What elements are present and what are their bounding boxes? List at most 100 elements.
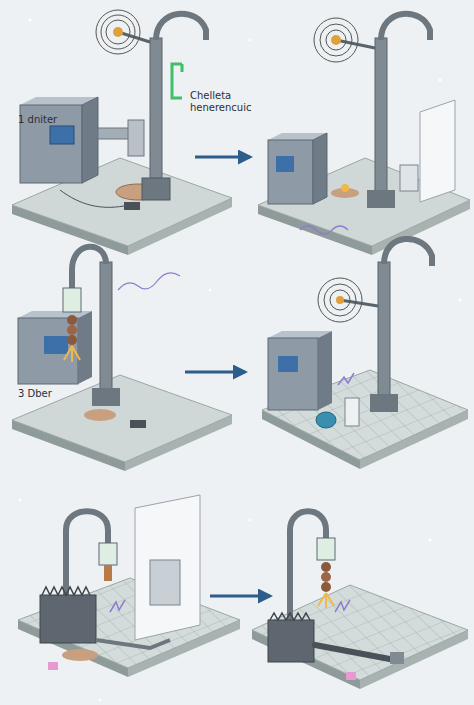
white-panel [420, 100, 455, 202]
coil-core [113, 27, 123, 37]
valve [63, 288, 81, 312]
bead [321, 572, 331, 582]
copper-pad [84, 409, 116, 421]
small-device [124, 202, 140, 210]
bead [321, 582, 331, 592]
coil-ring [318, 278, 362, 322]
coil-bar [336, 40, 375, 48]
snow-dot [209, 289, 212, 292]
panel-label: 3 Dber [18, 388, 78, 400]
snow-dot [429, 539, 432, 542]
machine-side [82, 97, 98, 183]
nozzle [128, 120, 144, 156]
pink-object [346, 672, 356, 680]
coil-bar [340, 300, 378, 306]
copper-pad [62, 649, 98, 661]
energy-wisp [118, 273, 180, 290]
arm [98, 128, 132, 139]
control-unit [345, 398, 359, 426]
coil-ring [324, 284, 356, 316]
reactor-body [40, 595, 96, 643]
snow-dot [99, 699, 102, 702]
tool-handle [315, 645, 395, 660]
wire [60, 190, 124, 207]
machine-screen [278, 356, 298, 372]
energy-spark [335, 600, 350, 612]
coil-ring [320, 24, 352, 56]
pink-object [48, 662, 58, 670]
pole-base [367, 190, 395, 208]
snow-dot [439, 79, 442, 82]
white-cabinet [135, 495, 200, 640]
snow-dot [249, 519, 251, 521]
coil-core [336, 296, 344, 304]
bead [67, 315, 77, 325]
hose [156, 14, 206, 40]
nozzle [104, 565, 112, 581]
coil-ring [96, 10, 140, 54]
machine-side [318, 331, 332, 410]
pole [150, 38, 162, 188]
bead [321, 562, 331, 572]
machine-front [268, 338, 318, 410]
snow-dot [249, 39, 251, 41]
hose [290, 511, 326, 625]
snow-dots [19, 19, 462, 702]
pole [100, 262, 112, 397]
panel-label: 1 dniter [18, 114, 78, 126]
pole [378, 262, 390, 402]
panel-4 [262, 239, 468, 469]
snow-dot [459, 299, 462, 302]
panel-6 [252, 511, 468, 689]
coil-ring [330, 290, 350, 310]
energy-spark [338, 373, 354, 385]
control-unit [400, 165, 418, 191]
pole-base [142, 178, 170, 200]
panel-label: Chelleta henerencuic [190, 90, 260, 114]
pole-base [92, 388, 120, 406]
snow-dot [19, 499, 22, 502]
hose [384, 239, 432, 266]
panel-1 [12, 10, 232, 255]
cabinet-unit [150, 560, 180, 605]
spark [64, 346, 80, 362]
panel-2 [258, 14, 470, 255]
machine-screen [50, 126, 74, 144]
snow-dot [29, 19, 32, 22]
machine-screen [44, 336, 68, 354]
valve [317, 538, 335, 560]
reactor-body [268, 620, 314, 662]
hose [72, 247, 106, 290]
panel-3 [12, 247, 232, 471]
slab-top [18, 578, 240, 668]
machine-side [78, 311, 92, 384]
bead [67, 335, 77, 345]
coil-core [331, 35, 341, 45]
blue-gear [316, 412, 336, 428]
step-arrow [195, 156, 250, 159]
bead [67, 325, 77, 335]
machine-side [313, 133, 327, 204]
tool-head [390, 652, 404, 664]
pipe [96, 640, 170, 648]
step-arrow [185, 371, 245, 374]
spark [318, 593, 334, 608]
reactor-ridges [270, 613, 310, 620]
machine-screen [276, 156, 294, 172]
valve [99, 543, 117, 565]
panel-5 [18, 495, 240, 677]
spark [341, 184, 349, 192]
hose [381, 14, 430, 40]
slab-top [12, 375, 232, 462]
coil-ring [314, 18, 358, 62]
coil-ring [101, 15, 135, 49]
coil-ring [106, 20, 130, 44]
energy-wisp [300, 226, 348, 234]
coil-ring [326, 30, 346, 50]
green-bracket [172, 64, 182, 98]
pole [375, 38, 387, 198]
step-arrow [210, 595, 270, 598]
reactor-ridges [42, 587, 90, 595]
